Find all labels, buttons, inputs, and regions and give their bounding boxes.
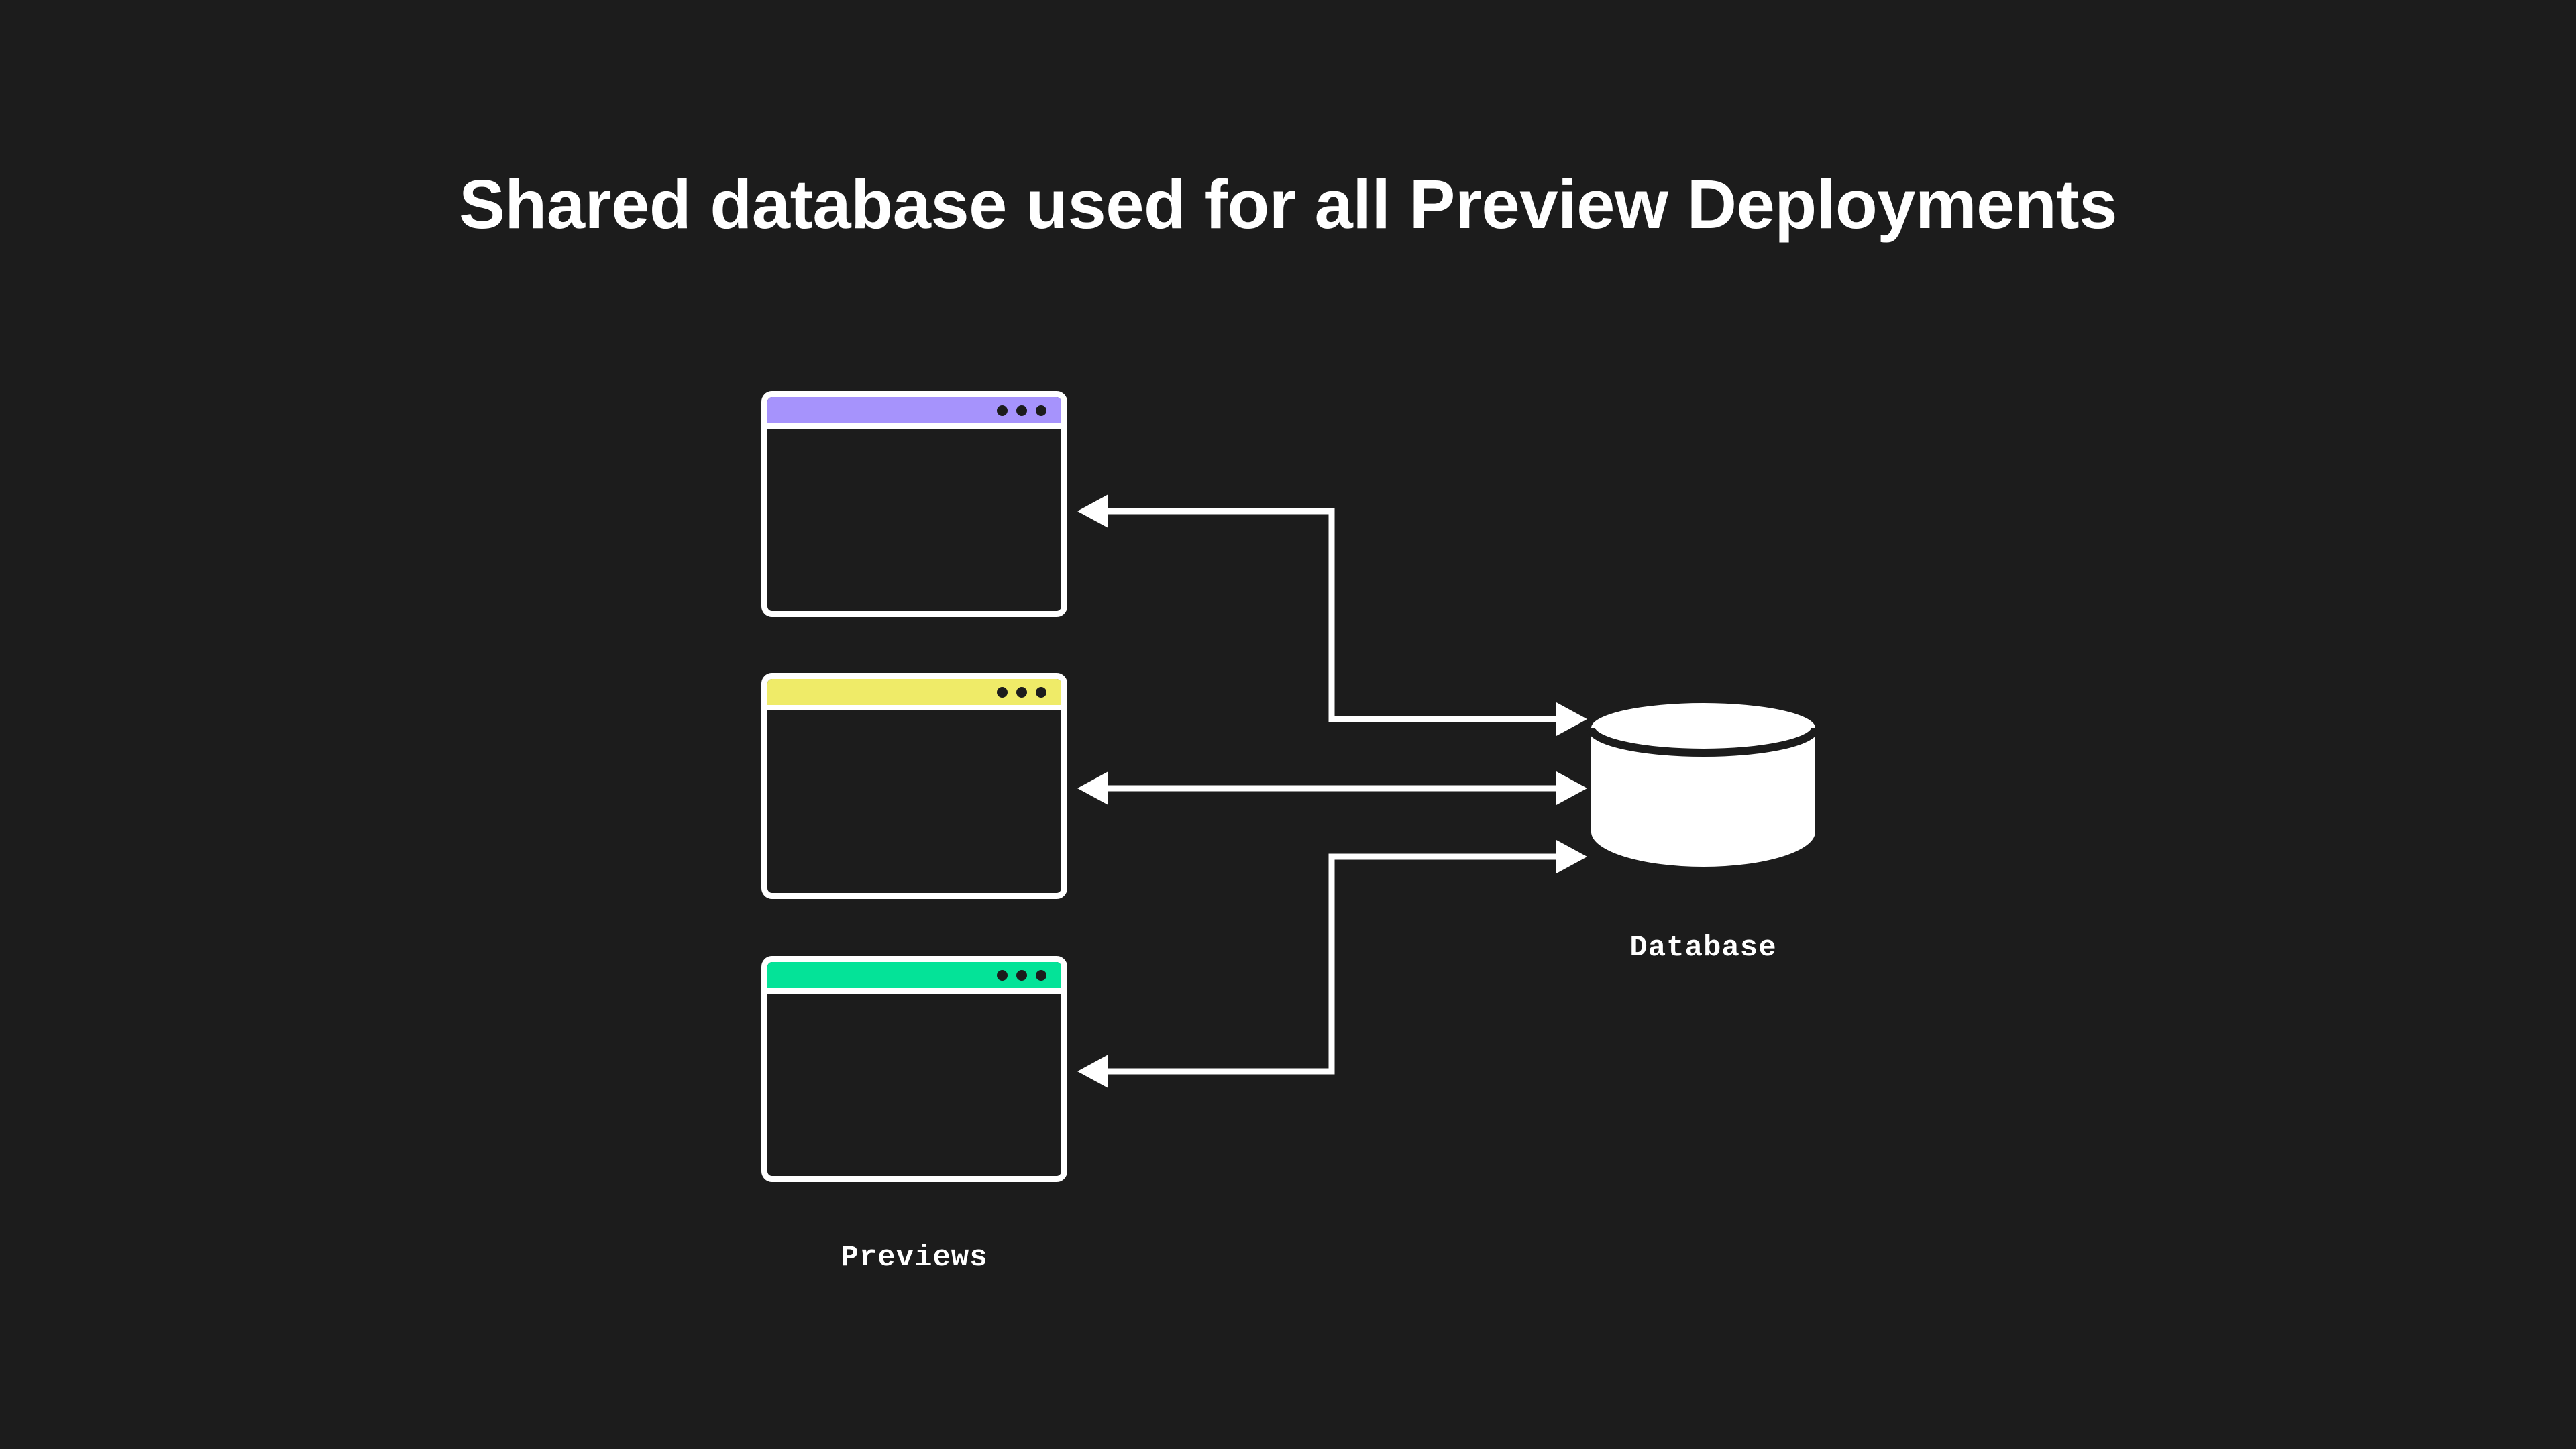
window-dot-icon[interactable] <box>1016 969 1027 981</box>
connector-bottom-path <box>1092 853 1572 1075</box>
window-dot-icon[interactable] <box>1016 686 1027 698</box>
window-dot-icon[interactable] <box>1036 686 1046 698</box>
database-body <box>1591 728 1815 867</box>
arrowhead-left-bottom <box>1077 1055 1108 1088</box>
window-body-3 <box>767 994 1061 1171</box>
arrowhead-left-top <box>1077 494 1108 528</box>
arrowhead-right-bottom <box>1556 840 1587 873</box>
arrowhead-left-middle <box>1077 771 1108 805</box>
window-dots-3 <box>997 969 1046 981</box>
window-titlebar-3 <box>767 962 1061 994</box>
connector-middle <box>1077 771 1587 805</box>
window-titlebar-2 <box>767 679 1061 710</box>
window-dot-icon[interactable] <box>997 969 1008 981</box>
connector-top <box>1077 494 1587 736</box>
preview-window-2[interactable] <box>761 673 1067 899</box>
window-dots-2 <box>997 686 1046 698</box>
preview-window-1[interactable] <box>761 391 1067 617</box>
window-body-1 <box>767 429 1061 606</box>
window-dot-icon[interactable] <box>1036 405 1046 416</box>
connector-top-path <box>1092 508 1572 722</box>
page-title: Shared database used for all Preview Dep… <box>459 166 2117 243</box>
connector-bottom <box>1077 840 1587 1088</box>
database-rim-shadow <box>1587 727 1819 757</box>
previews-label: Previews <box>841 1241 988 1275</box>
database-cylinder-icon <box>1587 703 1819 867</box>
window-dot-icon[interactable] <box>1016 405 1027 416</box>
window-dots-1 <box>997 405 1046 416</box>
arrowhead-right-middle <box>1556 771 1587 805</box>
window-dot-icon[interactable] <box>997 686 1008 698</box>
window-dot-icon[interactable] <box>997 405 1008 416</box>
window-body-2 <box>767 710 1061 888</box>
window-dot-icon[interactable] <box>1036 969 1046 981</box>
arrowhead-right-top <box>1556 702 1587 736</box>
database-label: Database <box>1629 931 1777 965</box>
database-top <box>1591 703 1815 753</box>
window-titlebar-1 <box>767 397 1061 429</box>
preview-window-3[interactable] <box>761 956 1067 1182</box>
